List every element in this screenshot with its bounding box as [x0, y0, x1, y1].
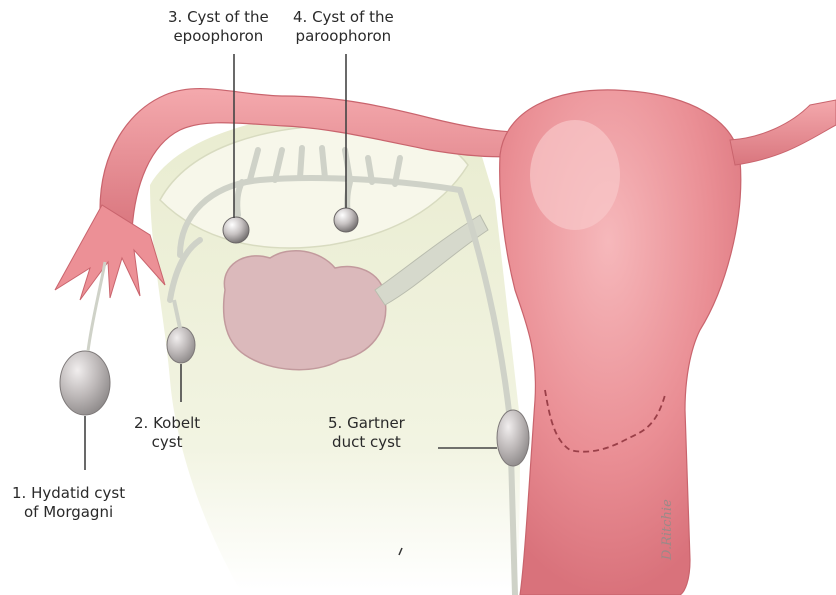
hydatid-cyst-shape [60, 351, 110, 415]
label-paroophoron-cyst: 4. Cyst of the paroophoron [293, 8, 394, 46]
label-kobelt-cyst: 2. Kobelt cyst [134, 414, 200, 452]
label-gartner-line2: duct cyst [328, 433, 405, 452]
label-epoophoron-line1: 3. Cyst of the [168, 8, 269, 27]
fimbriae [55, 205, 165, 300]
label-hydatid-cyst: 1. Hydatid cyst of Morgagni [12, 484, 125, 522]
paroophoron-cyst-shape [334, 208, 358, 232]
label-kobelt-line2: cyst [134, 433, 200, 452]
right-tube [730, 100, 836, 165]
artist-signature: D.Ritchie [660, 499, 675, 560]
label-kobelt-line1: 2. Kobelt [134, 414, 200, 433]
label-hydatid-line1: 1. Hydatid cyst [12, 484, 125, 503]
label-hydatid-line2: of Morgagni [12, 503, 125, 522]
epoophoron-cyst-shape [223, 217, 249, 243]
label-paroophoron-line1: 4. Cyst of the [293, 8, 394, 27]
gartner-cyst-shape [497, 410, 529, 466]
label-epoophoron-cyst: 3. Cyst of the epoophoron [168, 8, 269, 46]
label-gartner-duct-cyst: 5. Gartner duct cyst [328, 414, 405, 452]
label-paroophoron-line2: paroophoron [293, 27, 394, 46]
kobelt-cyst-shape [167, 327, 195, 363]
label-epoophoron-line2: epoophoron [168, 27, 269, 46]
ovary [224, 251, 386, 370]
label-gartner-line1: 5. Gartner [328, 414, 405, 433]
